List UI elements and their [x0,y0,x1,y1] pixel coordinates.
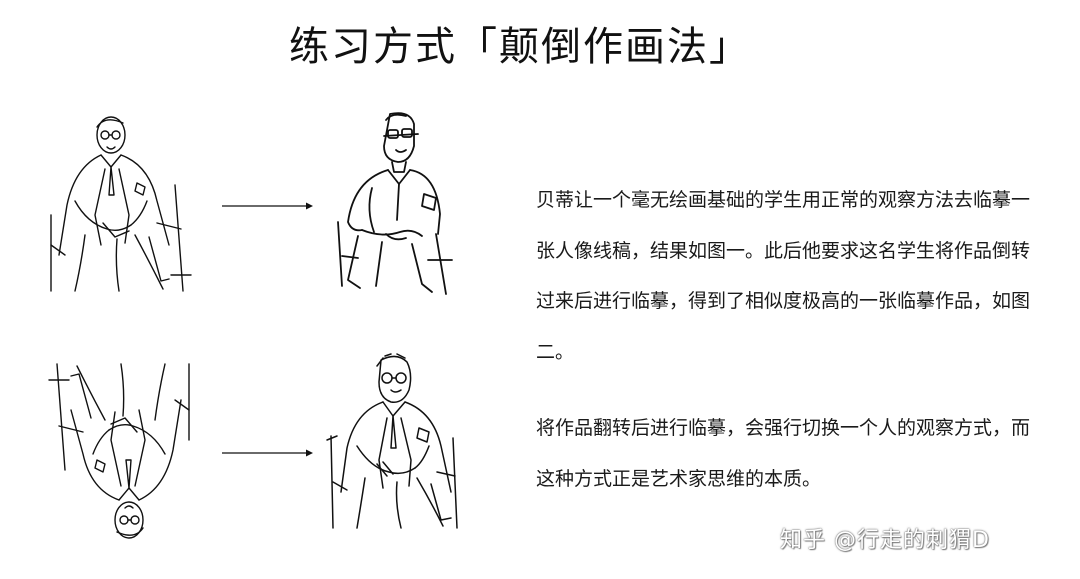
paragraph-2: 将作品翻转后进行临摹，会强行切换一个人的观察方式，而这种方式正是艺术家思维的本质… [536,417,1031,490]
student-copy-normal [332,110,457,295]
student-copy-inverted-method [325,352,460,532]
watermark: 知乎 @行走的刺猬D [780,528,990,553]
original-sketch-inverted [45,360,195,550]
description-text: 贝蒂让一个毫无绘画基础的学生用正常的观察方法去临摹一张人像线稿，结果如图一。此后… [536,175,1036,377]
arrow-right-top [222,197,314,216]
original-sketch-top [45,105,195,295]
arrow-right-bottom [222,444,314,463]
page-title: 练习方式「颠倒作画法」 [289,24,751,70]
conclusion-text: 将作品翻转后进行临摹，会强行切换一个人的观察方式，而这种方式正是艺术家思维的本质… [536,403,1036,504]
paragraph-1: 贝蒂让一个毫无绘画基础的学生用正常的观察方法去临摹一张人像线稿，结果如图一。此后… [536,189,1031,363]
